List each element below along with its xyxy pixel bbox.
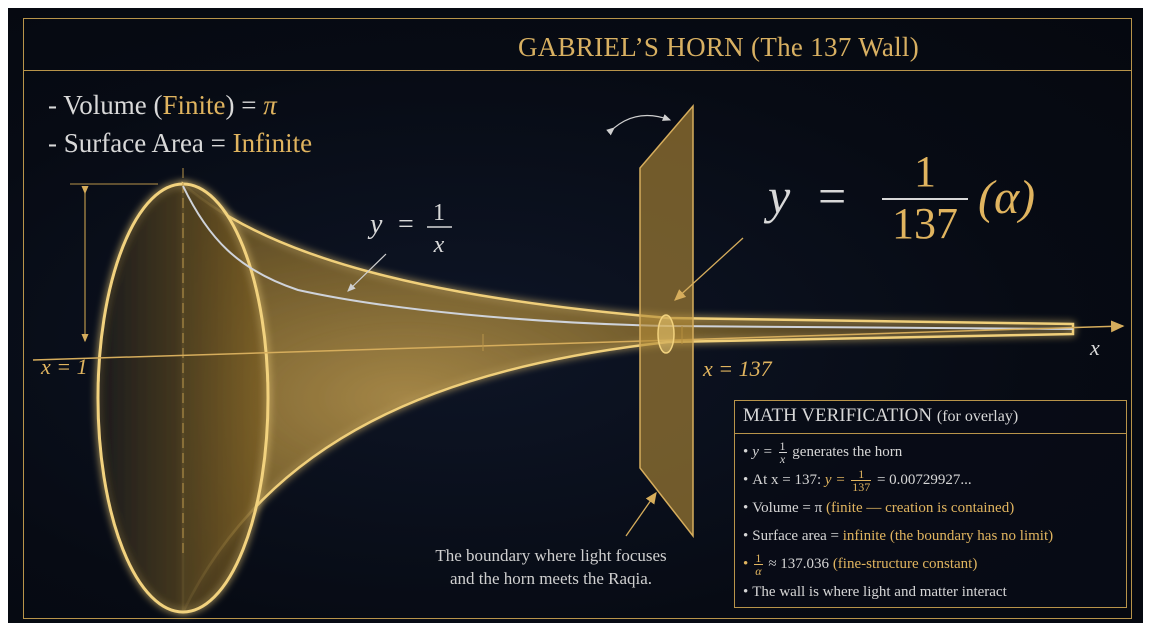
wall-label-eq: = [818,168,846,224]
wall-label-alpha: (α) [978,171,1035,224]
surface-area-value: Infinite [232,128,313,158]
x-axis-name: x [1089,335,1100,360]
panel-heading-note: (for overlay) [936,408,1019,425]
curve-label-pointer [347,253,387,292]
wall-label-num: 1 [914,147,936,196]
verification-item: •The wall is where light and matter inte… [743,584,1007,600]
volume-line: - Volume (Finite) = π [48,90,277,120]
x-wall-label: x = 137 [702,356,773,381]
verification-item: •Volume = π (finite — creation is contai… [743,500,1015,516]
curve-label-den: x [433,232,445,258]
x-axis [32,320,1125,361]
title-divider [23,70,1132,71]
diagram-canvas: GABRIEL’S HORN (The 137 Wall) - Volume (… [8,8,1143,623]
diagram-title: GABRIEL’S HORN (The 137 Wall) [518,32,920,62]
verification-item: •Surface area = infinite (the boundary h… [743,528,1054,544]
wall-ring [657,314,675,354]
curve-label-eq: = [398,209,414,240]
horn-properties: - Volume (Finite) = π - Surface Area = I… [48,86,312,162]
wall-label-pointer [674,237,744,301]
wall-label-lhs: y [763,168,791,224]
curve-y-equals-1-over-x [182,185,1074,330]
surface-area-line: - Surface Area = Infinite [48,128,313,158]
curve-label-num: 1 [433,200,445,226]
horn-diagram: y = 1 x y = 1 137 (α) x x = 1 x = 137 [32,103,1125,614]
caption-pointer [625,491,657,537]
outer-frame [23,18,1132,619]
volume-finite-word: Finite [162,90,226,120]
rotation-arrow [606,114,672,136]
wall-caption: The boundary where light focuses and the… [435,546,667,588]
curve-label-lhs: y [367,209,383,240]
panel-heading: MATH VERIFICATION (for overlay) [735,401,1126,434]
volume-value: π [263,90,277,120]
wall-label-den: 137 [892,199,958,248]
x-start-label: x = 1 [40,354,88,379]
